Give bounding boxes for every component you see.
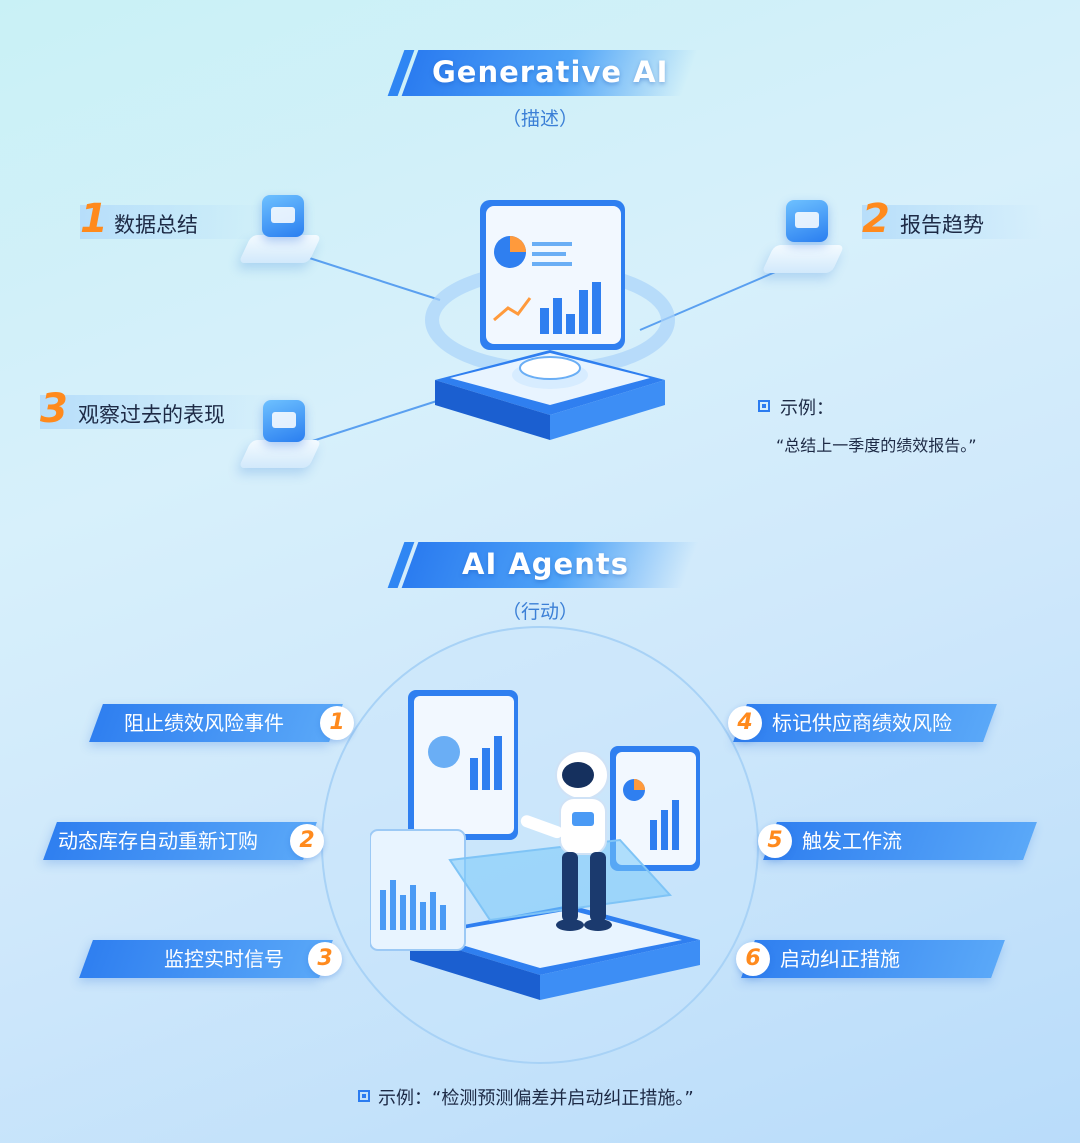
gen-item-3-label: 观察过去的表现: [78, 403, 225, 427]
generative-ai-title: Generative AI: [432, 55, 669, 89]
gen-item-2-bg: [862, 205, 1042, 239]
agent-example-text: 示例：“检测预测偏差并启动纠正措施。”: [378, 1088, 694, 1109]
gen-item-2-tile: [761, 245, 845, 273]
document-icon: [263, 400, 305, 442]
example-icon: [358, 1090, 370, 1102]
ai-agents-subtitle: （行动）: [501, 601, 578, 623]
gen-item-3-tile: [238, 440, 322, 468]
example-icon: [758, 400, 770, 412]
gen-item-1-label: 数据总结: [114, 213, 198, 237]
agent-item-5-label: 触发工作流: [802, 829, 902, 853]
gen-example-text: “总结上一季度的绩效报告。”: [776, 436, 977, 455]
ai-agents-title: AI Agents: [462, 547, 629, 581]
agent-item-1-number: 1: [320, 706, 354, 740]
gen-item-3-bg: [40, 395, 280, 429]
chat-bubble-icon: [262, 195, 304, 237]
gen-item-2-label: 报告趋势: [900, 213, 984, 237]
agent-item-6-label: 启动纠正措施: [780, 947, 900, 971]
agent-item-6-number: 6: [736, 942, 770, 976]
agent-item-2-number: 2: [290, 824, 324, 858]
gen-item-2-number: 2: [862, 196, 890, 242]
agent-item-4-number: 4: [728, 706, 762, 740]
agent-item-2-label: 动态库存自动重新订购: [58, 829, 258, 853]
agent-item-5-number: 5: [758, 824, 792, 858]
gen-item-3-number: 3: [40, 386, 68, 432]
agent-item-1-label: 阻止绩效风险事件: [124, 711, 284, 735]
report-icon: [786, 200, 828, 242]
generative-ai-subtitle: （描述）: [501, 108, 578, 130]
agent-item-4-label: 标记供应商绩效风险: [772, 711, 952, 735]
gen-item-1-tile: [238, 235, 322, 263]
robot-illustration: [370, 690, 700, 1000]
gen-item-1-number: 1: [80, 196, 108, 242]
agent-item-3-label: 监控实时信号: [164, 947, 284, 971]
dashboard-platform-illustration: [425, 200, 675, 440]
gen-item-1-bg: [80, 205, 270, 239]
agent-item-3-number: 3: [308, 942, 342, 976]
gen-example-label: 示例：: [780, 398, 834, 419]
